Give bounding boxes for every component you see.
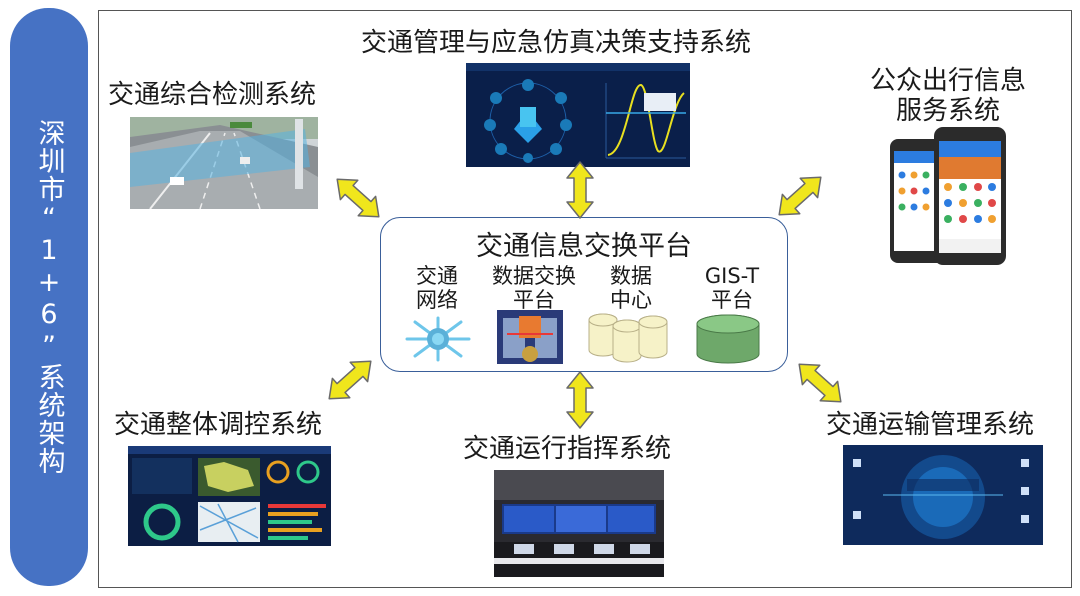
- component-gis-t-label: GIS-T 平台: [687, 264, 777, 312]
- label-transport-system: 交通运输管理系统: [826, 410, 1035, 440]
- label-public-service-system: 公众出行信息 服务系统: [858, 66, 1038, 126]
- transport-management-image: [843, 445, 1043, 545]
- highway-camera-image: [130, 117, 318, 210]
- component-1-line1: 数据交换: [492, 264, 576, 288]
- arrow-regulation-platform: [319, 350, 381, 410]
- component-0-line2: 网络: [416, 288, 458, 312]
- gis-cylinder-icon: [696, 314, 760, 364]
- data-exchange-icon: [497, 310, 563, 364]
- label-public-line2: 服务系统: [895, 96, 1000, 126]
- diagram-frame: [98, 10, 1072, 588]
- component-1-line2: 平台: [513, 288, 555, 312]
- info-exchange-platform-box: 交通信息交换平台 交通 网络 数据交换 平台 数据 中心 GIS-T 平台: [380, 217, 788, 372]
- arrow-transport-platform: [789, 353, 851, 413]
- component-2-line2: 中心: [610, 288, 652, 312]
- label-simulation-system: 交通管理与应急仿真决策支持系统: [361, 28, 752, 58]
- component-0-line1: 交通: [416, 264, 458, 288]
- component-data-exchange-label: 数据交换 平台: [479, 264, 589, 312]
- component-data-center-label: 数据 中心: [591, 264, 671, 312]
- side-banner-label: 深圳市“1+6”系统架构: [33, 119, 65, 475]
- platform-title: 交通信息交换平台: [476, 231, 692, 262]
- component-3-line2: 平台: [711, 288, 753, 312]
- label-command-system: 交通运行指挥系统: [463, 434, 672, 464]
- command-center-image: [494, 470, 664, 577]
- database-cylinders-icon: [588, 313, 668, 363]
- label-regulation-system: 交通整体调控系统: [114, 410, 323, 440]
- arrow-simulation-platform: [566, 161, 594, 219]
- arrow-detection-platform: [327, 168, 389, 228]
- architecture-side-banner: 深圳市“1+6”系统架构: [10, 8, 88, 586]
- simulation-dashboard-image: [466, 63, 690, 167]
- arrow-public-platform: [769, 166, 831, 226]
- network-star-icon: [405, 316, 471, 362]
- label-public-line1: 公众出行信息: [869, 66, 1026, 96]
- regulation-dashboard-image: [128, 446, 331, 546]
- label-detection-system: 交通综合检测系统: [108, 80, 317, 110]
- component-traffic-network-label: 交通 网络: [397, 264, 477, 312]
- mobile-app-phones-image: [888, 125, 1010, 267]
- component-3-line1: GIS-T: [704, 264, 760, 288]
- component-2-line1: 数据: [610, 264, 652, 288]
- arrow-command-platform: [566, 371, 594, 429]
